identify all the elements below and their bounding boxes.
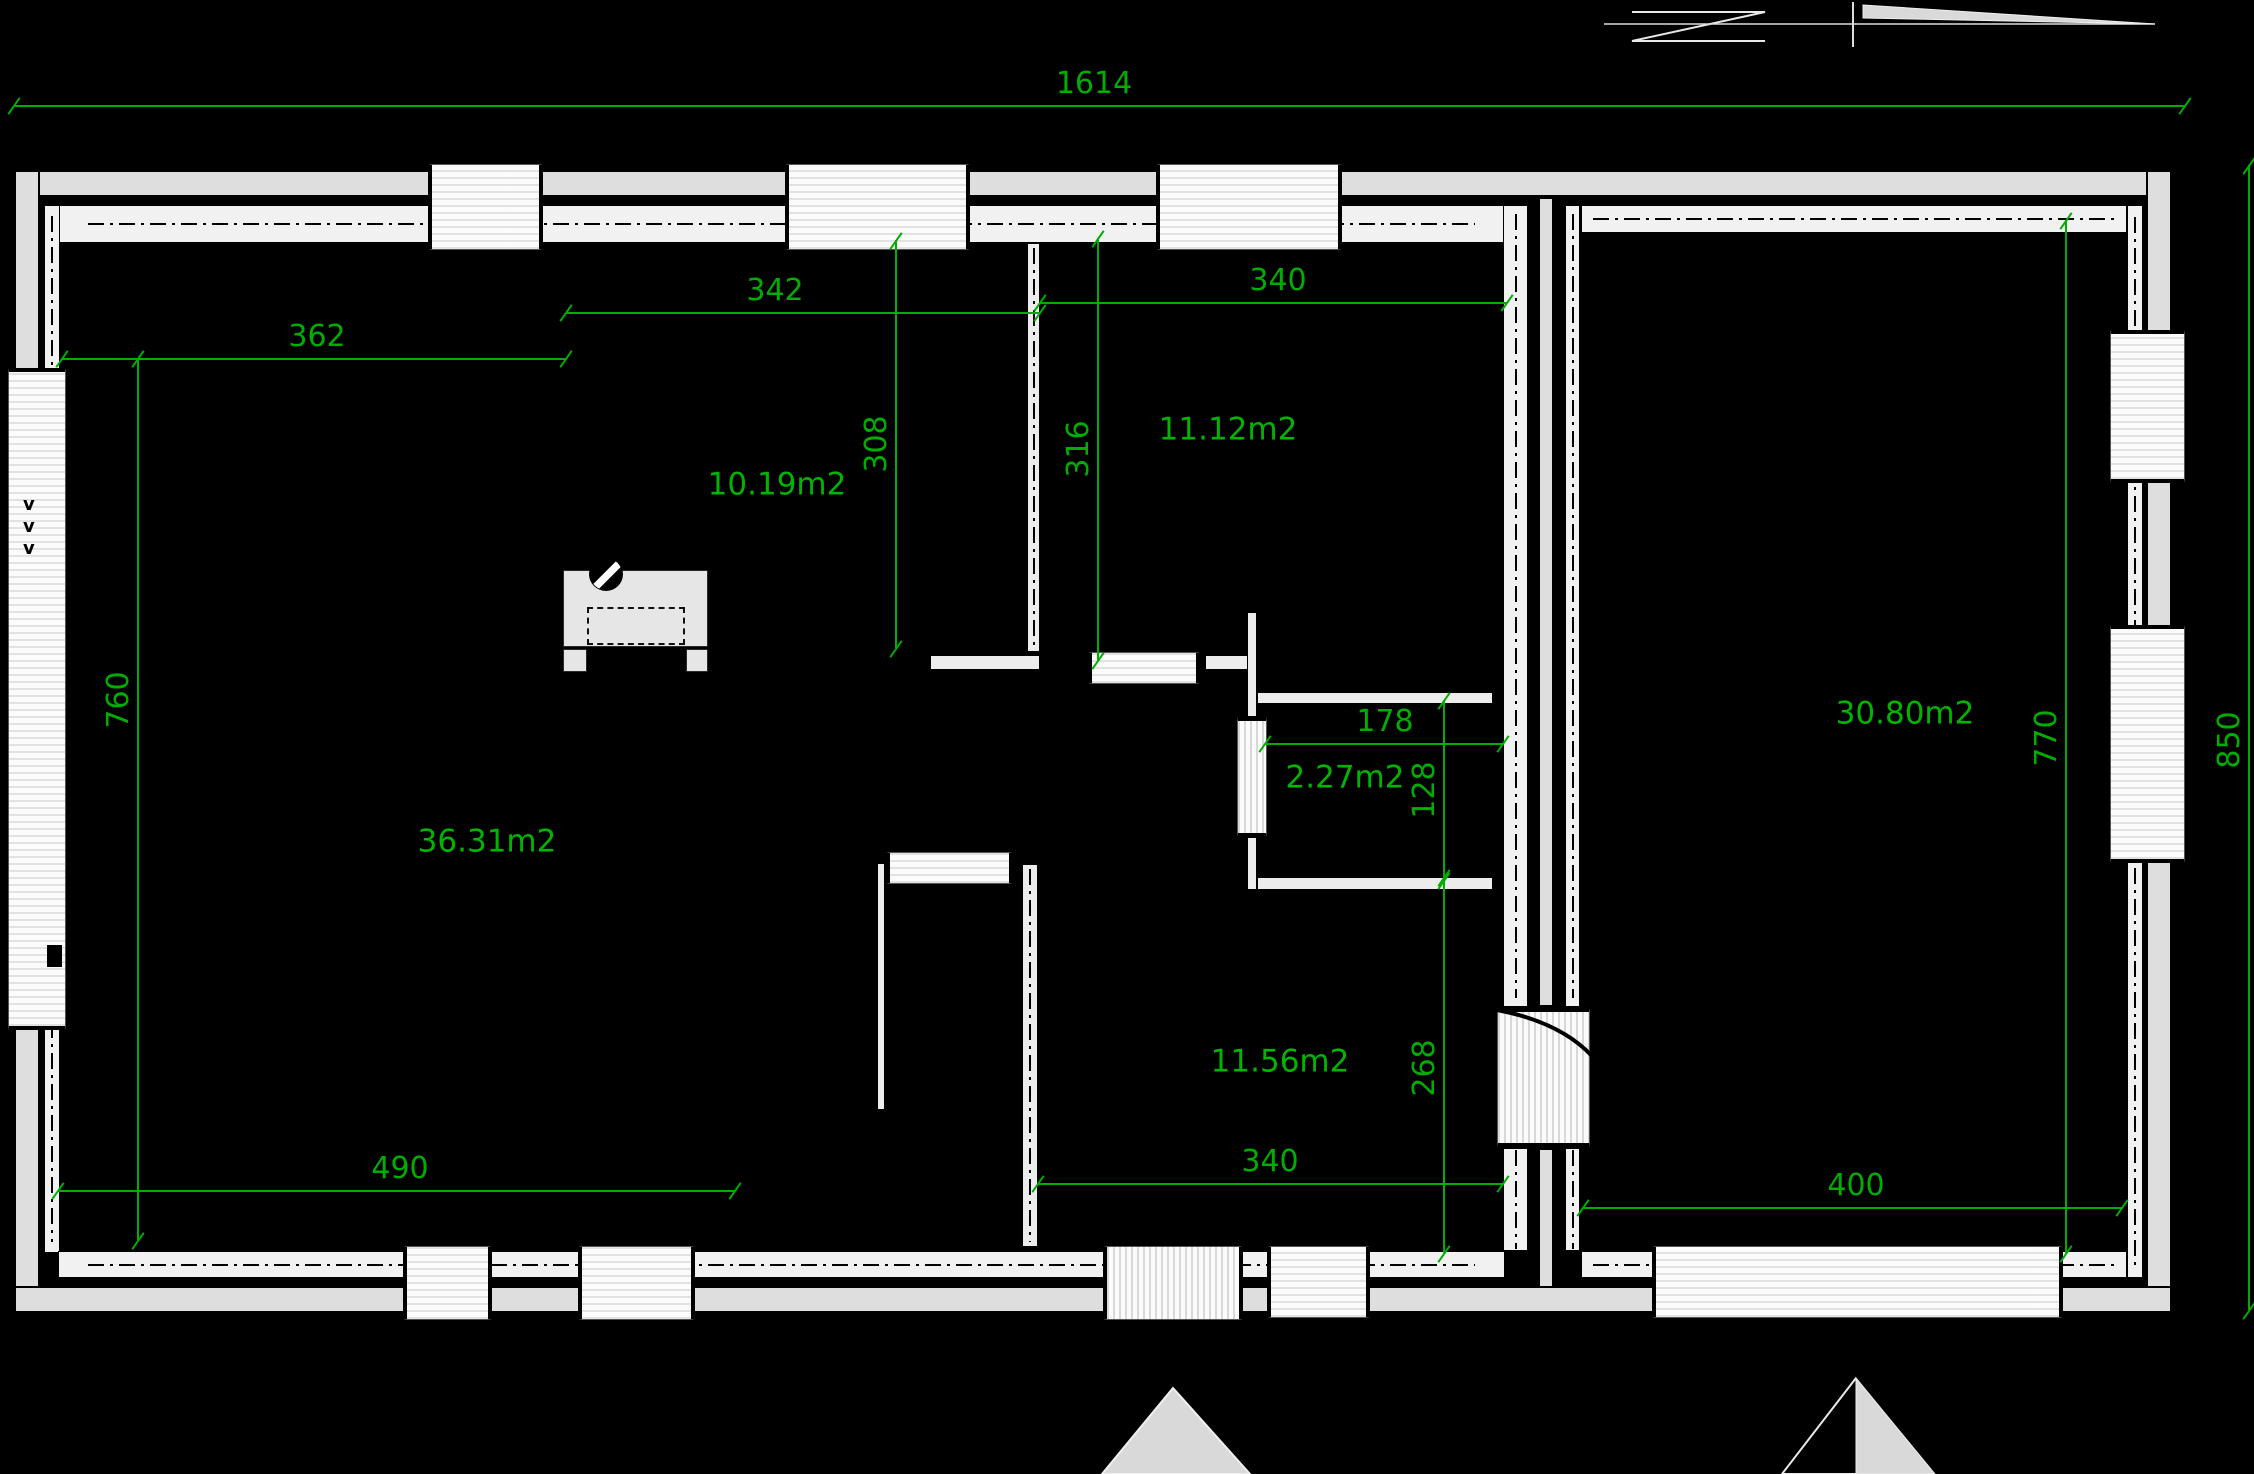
north-letter-icon bbox=[1631, 11, 1766, 42]
dimension-label: 340 bbox=[1241, 1144, 1299, 1179]
dimension-line bbox=[1038, 1183, 1503, 1185]
window-top-2 bbox=[785, 164, 970, 250]
room-area-label: 11.12m2 bbox=[1158, 411, 1298, 448]
window-garage-south bbox=[1652, 1246, 2063, 1318]
leaf-bottom-house bbox=[58, 1251, 1505, 1278]
dimension-label: 268 bbox=[1407, 1039, 1442, 1097]
leaf-divider-right-upper bbox=[1565, 205, 1580, 1007]
dimension-line bbox=[2065, 220, 2067, 1253]
north-arrow bbox=[1604, 2, 2156, 47]
wall-divider-core-upper bbox=[1538, 197, 1554, 1007]
room-area-label: 36.31m2 bbox=[417, 823, 557, 860]
dimension-line bbox=[1583, 1207, 2122, 1209]
window-bottom-3 bbox=[1267, 1246, 1370, 1318]
wall-wc-left-upper bbox=[1247, 612, 1257, 717]
dimension-label: 316 bbox=[1061, 420, 1096, 478]
dimension-line bbox=[14, 105, 2185, 107]
fireplace-foot bbox=[563, 649, 587, 672]
dimension-label: 178 bbox=[1356, 704, 1414, 739]
entry-door-south bbox=[1103, 1246, 1243, 1320]
window-right-1 bbox=[2110, 330, 2185, 483]
window-bottom-2 bbox=[578, 1246, 695, 1320]
fireplace-hearth-outline bbox=[587, 607, 685, 645]
dimension-label: 340 bbox=[1249, 263, 1307, 298]
north-arrowhead-icon bbox=[1862, 4, 2156, 25]
chevron-icon: v bbox=[23, 516, 35, 537]
window-handle-icon bbox=[47, 945, 62, 967]
window-bottom-1 bbox=[403, 1246, 492, 1320]
dimension-line bbox=[1040, 302, 1507, 304]
garage-door-leaf bbox=[1497, 1008, 1590, 1147]
chevron-icon: v bbox=[23, 494, 35, 515]
dimension-line bbox=[2248, 165, 2250, 1310]
dimension-label: 760 bbox=[101, 671, 136, 729]
window-wc bbox=[1237, 717, 1267, 837]
radiator-hall-opening bbox=[886, 852, 1013, 884]
dimension-label: 490 bbox=[371, 1151, 429, 1186]
dimension-line bbox=[1097, 238, 1099, 660]
wall-wc-top bbox=[1257, 692, 1493, 704]
room-area-label: 10.19m2 bbox=[707, 466, 847, 503]
dimension-line bbox=[566, 312, 1040, 314]
dimension-line bbox=[58, 1190, 735, 1192]
leaf-divider-right-lower bbox=[1565, 1148, 1580, 1251]
dimension-label: 342 bbox=[746, 273, 804, 308]
chevron-icon: v bbox=[23, 538, 35, 559]
leaf-divider-left-upper bbox=[1503, 205, 1528, 1007]
dimension-label: 308 bbox=[859, 415, 894, 473]
room-area-label: 2.27m2 bbox=[1285, 759, 1405, 796]
dimension-line bbox=[1265, 743, 1503, 745]
dimension-line bbox=[1443, 700, 1445, 877]
wall-wc-left-lower bbox=[1247, 837, 1257, 890]
room-area-label: 11.56m2 bbox=[1210, 1043, 1350, 1080]
wall-divider-core-lower bbox=[1538, 1148, 1554, 1288]
dimension-label: 400 bbox=[1827, 1168, 1885, 1203]
gable-triangle-right bbox=[1855, 1376, 1936, 1474]
dimension-line bbox=[895, 240, 897, 648]
fireplace-foot bbox=[686, 649, 708, 672]
dimension-label: 770 bbox=[2029, 709, 2064, 767]
radiator-kitchen-opening bbox=[1088, 652, 1200, 684]
fireplace-flue-icon bbox=[589, 557, 623, 591]
wall-hall-stub-west bbox=[930, 655, 1040, 670]
window-left-sliding: v v v bbox=[8, 368, 66, 1030]
gable-triangle-right-outline bbox=[1780, 1377, 1857, 1474]
wall-kitchen-divider bbox=[1027, 243, 1040, 652]
wall-top-outer bbox=[14, 170, 2172, 197]
dimension-line bbox=[137, 358, 139, 1240]
window-right-2 bbox=[2110, 625, 2185, 863]
dimension-label: 850 bbox=[2212, 711, 2247, 769]
dimension-line bbox=[1443, 880, 1445, 1253]
window-top-3 bbox=[1156, 164, 1342, 250]
dimension-line bbox=[62, 358, 566, 360]
window-top-1 bbox=[428, 164, 543, 250]
dimension-label: 362 bbox=[288, 319, 346, 354]
wall-hall-left bbox=[877, 863, 885, 1110]
leaf-divider-left-lower bbox=[1503, 1148, 1528, 1251]
wall-wc-bottom bbox=[1257, 877, 1493, 890]
dimension-label: 1614 bbox=[1055, 66, 1133, 101]
dimension-label: 128 bbox=[1407, 761, 1442, 819]
leaf-top-garage bbox=[1581, 205, 2127, 233]
wall-hall-right bbox=[1022, 864, 1038, 1247]
gable-triangle-left bbox=[1100, 1386, 1252, 1474]
room-area-label: 30.80m2 bbox=[1835, 695, 1975, 732]
